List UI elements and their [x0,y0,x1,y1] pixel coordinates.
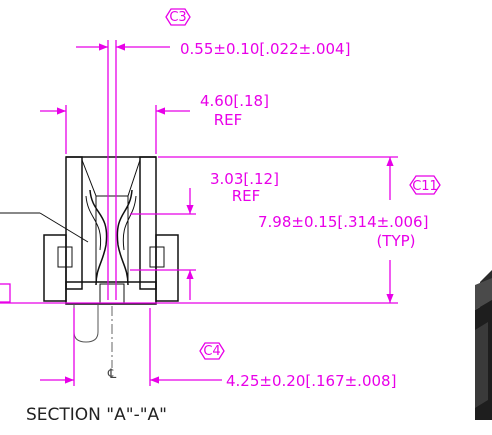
bottom-pin [73,304,99,343]
section-title: SECTION "A"-"A" [26,405,167,425]
height-note: (TYP) [376,232,415,250]
ref-width-note: REF [214,111,243,129]
left-flange [43,234,67,302]
right-flange [155,234,179,302]
callout-c3-flag: C3 [165,8,191,26]
bottom-width-dim: 4.25±0.20[.167±.008] [226,372,396,390]
ref-height-dim: 3.03[.12] [210,170,279,188]
right-contact-spring [116,189,133,286]
ref-height-note: REF [232,187,261,205]
height-dim: 7.98±0.15[.314±.006] [258,213,428,231]
left-edge-box [0,283,11,303]
svg-text:C3: C3 [169,10,186,25]
connector-body [0,156,179,343]
dimension-lines [0,40,398,386]
centerline-symbol: ℄ [107,367,117,382]
right-housing-wall [139,156,157,290]
svg-text:C4: C4 [203,344,220,359]
svg-text:C11: C11 [412,179,438,194]
left-contact-spring [89,189,108,286]
callout-c11-flag: C11 [409,175,441,195]
left-housing-wall [65,156,83,290]
top-width-dim: 0.55±0.10[.022±.004] [180,40,350,58]
ref-width-dim: 4.60[.18] [200,92,269,110]
callout-c4-flag: C4 [199,342,225,360]
partial-3d-view [475,270,492,420]
